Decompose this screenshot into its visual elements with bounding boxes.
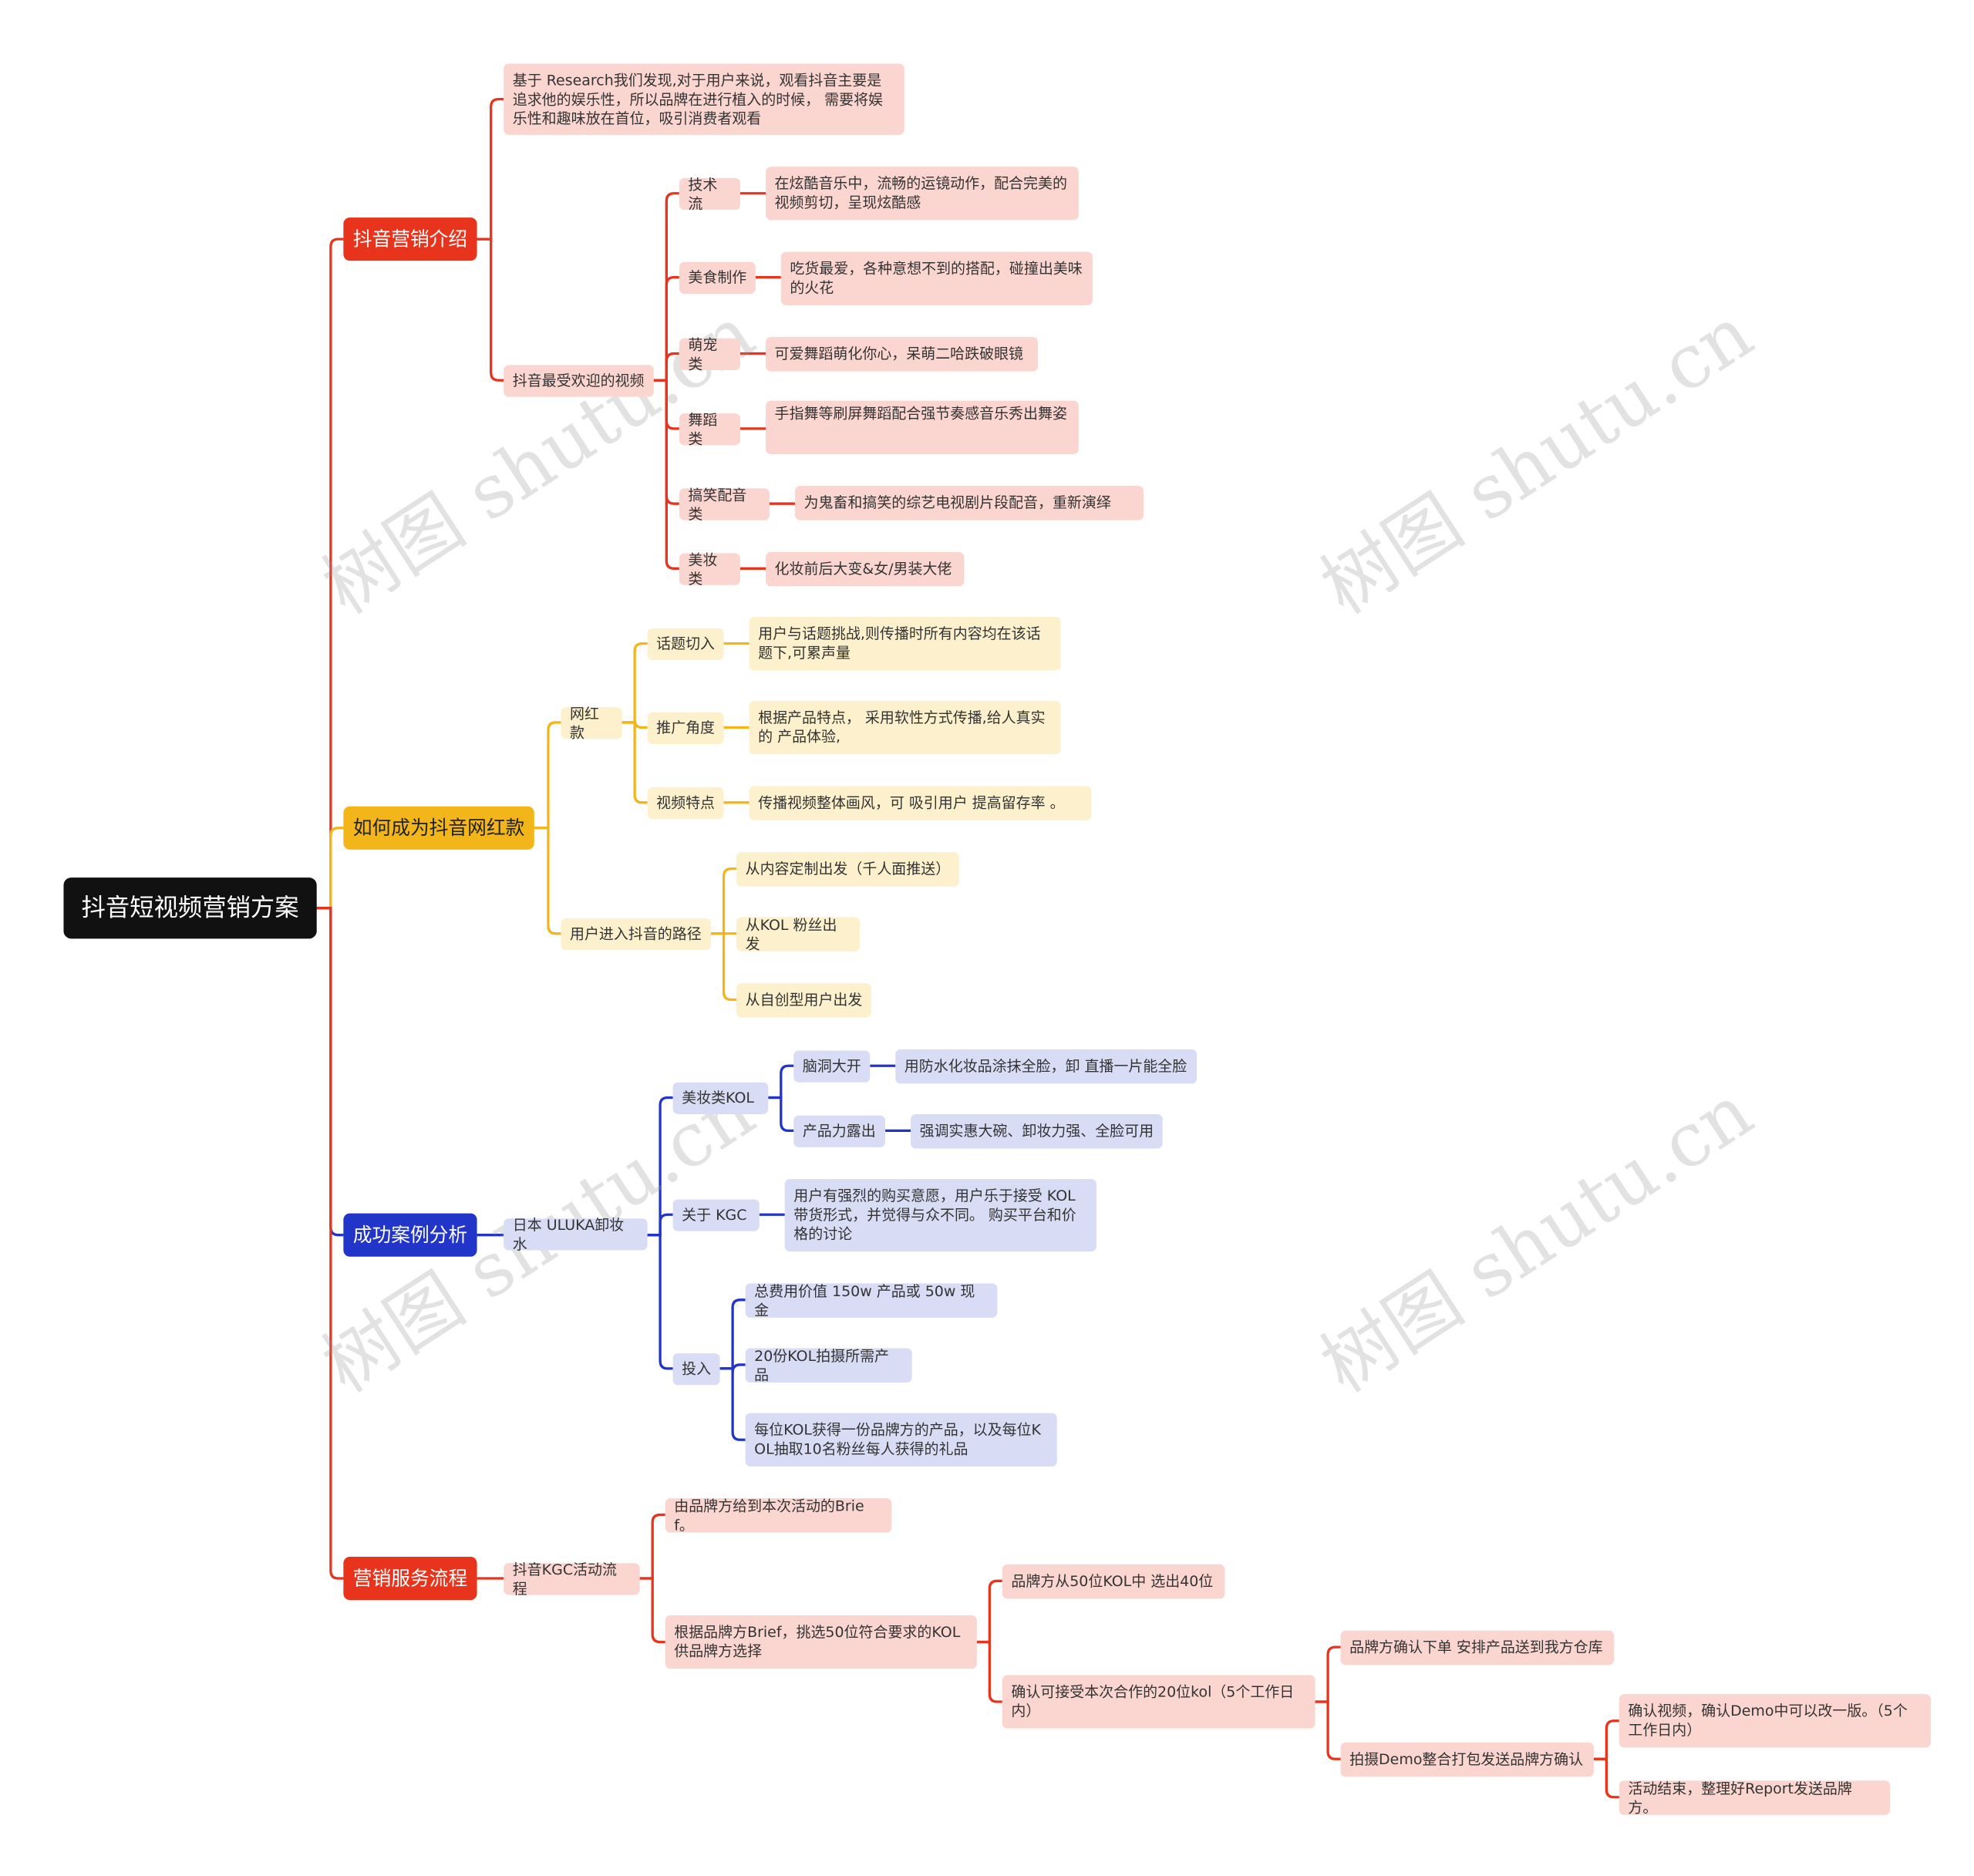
invest-item[interactable]: 每位KOL获得一份品牌方的产品，以及每位KOL抽取10名粉丝每人获得的礼品 bbox=[745, 1413, 1057, 1467]
popular-item[interactable]: 美妆类 bbox=[679, 550, 741, 587]
branch-influencer[interactable]: 如何成为抖音网红款 bbox=[343, 806, 534, 850]
kol-desc[interactable]: 强调实惠大碗、卸妆力强、全脸可用 bbox=[911, 1113, 1163, 1149]
connector-line bbox=[653, 352, 679, 382]
service-brief[interactable]: 由品牌方给到本次活动的Brief。 bbox=[665, 1497, 892, 1533]
popular-desc[interactable]: 可爱舞蹈萌化你心，呆萌二哈跌破眼镜 bbox=[765, 337, 1038, 372]
connector-line bbox=[534, 721, 561, 830]
connector-line bbox=[316, 827, 344, 910]
branch-service[interactable]: 营销服务流程 bbox=[343, 1556, 477, 1601]
invest-item[interactable]: 总费用价值 150w 产品或 50w 现金 bbox=[745, 1282, 998, 1319]
connector-line bbox=[768, 1064, 794, 1100]
connector-line bbox=[1315, 1645, 1341, 1703]
connector-line bbox=[639, 1577, 665, 1644]
connector-line bbox=[647, 1096, 673, 1237]
influencer-path[interactable]: 用户进入抖音的路径 bbox=[561, 918, 712, 951]
style-item[interactable]: 话题切入 bbox=[647, 628, 724, 661]
kol-item[interactable]: 脑洞大开 bbox=[793, 1050, 871, 1083]
case-kgc[interactable]: 关于 KGC bbox=[672, 1199, 760, 1231]
branch-cases[interactable]: 成功案例分析 bbox=[343, 1213, 477, 1257]
case-brand[interactable]: 日本 ULUKA卸妆水 bbox=[504, 1215, 648, 1252]
connector-line bbox=[1593, 1757, 1619, 1799]
popular-desc[interactable]: 手指舞等刷屏舞蹈配合强节奏感音乐秀出舞姿 bbox=[765, 400, 1079, 454]
connector-line bbox=[622, 642, 648, 724]
connector-line bbox=[768, 1096, 794, 1133]
connector-line bbox=[534, 827, 561, 935]
connector-line bbox=[622, 719, 648, 729]
connector-line bbox=[1593, 1719, 1619, 1760]
service-verify[interactable]: 确认视频，确认Demo中可以改一版。（5个工作日内） bbox=[1619, 1694, 1931, 1748]
popular-item[interactable]: 萌宠类 bbox=[679, 335, 741, 372]
connector-line bbox=[976, 1640, 1002, 1703]
popular-item[interactable]: 搞笑配音类 bbox=[679, 485, 770, 522]
service-pick40[interactable]: 品牌方从50位KOL中 选出40位 bbox=[1002, 1564, 1225, 1599]
connector-line bbox=[719, 1298, 746, 1370]
popular-desc[interactable]: 化妆前后大变&女/男装大佬 bbox=[765, 551, 965, 587]
intro-popular[interactable]: 抖音最受欢迎的视频 bbox=[504, 365, 654, 397]
style-desc[interactable]: 用户与话题挑战,则传播时所有内容均在该话题下,可累声量 bbox=[749, 617, 1061, 671]
influencer-style[interactable]: 网红款 bbox=[561, 704, 622, 741]
path-item[interactable]: 从自创型用户出发 bbox=[736, 983, 871, 1018]
branch-intro[interactable]: 抖音营销介绍 bbox=[343, 217, 477, 261]
service-flow[interactable]: 抖音KGC活动流程 bbox=[504, 1560, 640, 1597]
root-topic[interactable]: 抖音短视频营销方案 bbox=[63, 877, 317, 939]
connector-line bbox=[653, 379, 679, 570]
connector-line bbox=[316, 237, 344, 910]
service-confirm20[interactable]: 确认可接受本次合作的20位kol（5个工作日内） bbox=[1002, 1675, 1315, 1729]
connector-line bbox=[1315, 1700, 1341, 1760]
connector-line bbox=[639, 1513, 665, 1580]
popular-item[interactable]: 舞蹈类 bbox=[679, 410, 741, 447]
kol-item[interactable]: 产品力露出 bbox=[793, 1115, 886, 1147]
connector-line bbox=[477, 98, 504, 241]
case-invest[interactable]: 投入 bbox=[672, 1353, 720, 1386]
connector-line bbox=[719, 1367, 746, 1441]
connector-line bbox=[477, 237, 504, 382]
connector-line bbox=[647, 1213, 673, 1237]
connector-line bbox=[976, 1579, 1002, 1644]
connector-line bbox=[647, 1234, 673, 1370]
connector-line bbox=[653, 192, 679, 382]
popular-item[interactable]: 技术流 bbox=[679, 175, 741, 212]
service-select[interactable]: 根据品牌方Brief，挑选50位符合要求的KOL供品牌方选择 bbox=[665, 1615, 977, 1669]
connector-line bbox=[316, 907, 344, 1580]
connector-line bbox=[622, 721, 648, 804]
kol-desc[interactable]: 用防水化妆品涂抹全脸，卸 直播一片能全脸 bbox=[895, 1049, 1198, 1084]
path-item[interactable]: 从KOL 粉丝出发 bbox=[736, 915, 861, 952]
service-order[interactable]: 品牌方确认下单 安排产品送到我方仓库 bbox=[1340, 1630, 1615, 1665]
popular-item[interactable]: 美食制作 bbox=[679, 261, 756, 295]
style-item[interactable]: 推广角度 bbox=[647, 712, 724, 744]
popular-desc[interactable]: 吃货最爱，各种意想不到的搭配，碰撞出美味的火花 bbox=[780, 251, 1093, 305]
invest-item[interactable]: 20份KOL拍摄所需产品 bbox=[745, 1346, 912, 1383]
service-demo[interactable]: 拍摄Demo整合打包发送品牌方确认 bbox=[1340, 1742, 1594, 1777]
popular-desc[interactable]: 为鬼畜和搞笑的综艺电视剧片段配音，重新演绎 bbox=[794, 486, 1144, 520]
intro-research[interactable]: 基于 Research我们发现,对于用户来说，观看抖音主要是追求他的娱乐性，所以… bbox=[504, 63, 904, 135]
connector-line bbox=[711, 932, 737, 1002]
case-kol[interactable]: 美妆类KOL bbox=[672, 1082, 769, 1114]
style-desc[interactable]: 根据产品特点， 采用软性方式传播,给人真实的 产品体验, bbox=[749, 700, 1061, 755]
popular-desc[interactable]: 在炫酷音乐中，流畅的运镜动作，配合完美的视频剪切，呈现炫酷感 bbox=[765, 167, 1079, 221]
style-desc[interactable]: 传播视频整体画风，可 吸引用户 提高留存率 。 bbox=[749, 786, 1092, 820]
kgc-desc[interactable]: 用户有强烈的购买意愿，用户乐于接受 KOL带货形式，并觉得与众不同。 购买平台和… bbox=[784, 1179, 1096, 1252]
service-report[interactable]: 活动结束，整理好Report发送品牌方。 bbox=[1619, 1779, 1891, 1816]
connector-line bbox=[653, 275, 679, 382]
style-item[interactable]: 视频特点 bbox=[647, 787, 724, 820]
path-item[interactable]: 从内容定制出发（千人面推送） bbox=[736, 852, 959, 887]
connector-line bbox=[711, 867, 737, 935]
